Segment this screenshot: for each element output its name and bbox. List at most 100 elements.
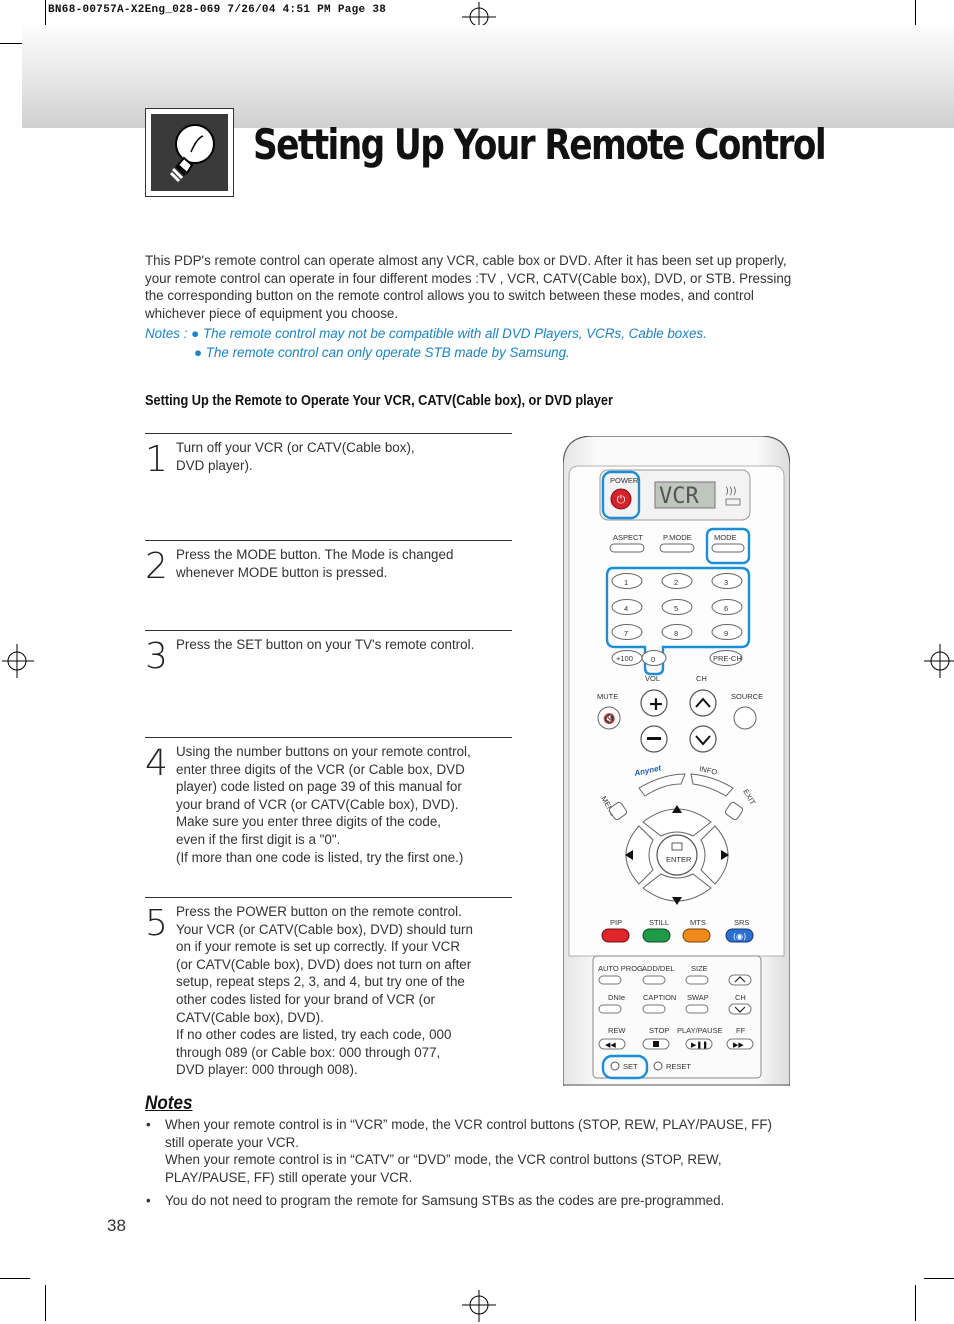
mode-highlight [705, 527, 751, 565]
digit-button-4[interactable] [611, 599, 643, 615]
triangle-left-icon [625, 850, 633, 860]
step-text: Press the MODE button. The Mode is chang… [176, 547, 454, 580]
caption-button[interactable] [642, 1004, 666, 1014]
ch-small-label: CH [735, 993, 746, 1002]
directional-pad: ENTER [625, 805, 729, 905]
vol-up-button[interactable] [640, 689, 668, 717]
step-5: 5 Press the POWER button on the remote c… [145, 897, 512, 1088]
caption-label: CAPTION [643, 993, 676, 1002]
ff-button[interactable] [726, 1038, 754, 1050]
prech-button[interactable] [709, 650, 743, 666]
number-pad-highlight [605, 566, 751, 676]
dnie-label: DNIe [608, 993, 625, 1002]
crop-mark [915, 1285, 916, 1321]
page-title: Setting Up Your Remote Control [253, 120, 827, 169]
digit-label: 8 [674, 629, 678, 638]
swap-button[interactable] [685, 1004, 709, 1014]
digit-button-5[interactable] [661, 599, 693, 615]
header-icon-box [145, 108, 234, 197]
remote-control-illustration: POWER ⏻ VCR ))) ASPECT P.MODE MODE 1 2 3… [563, 436, 790, 1086]
play-pause-icon: ▶❚❚ [691, 1041, 708, 1049]
note-text: When your remote control is in “VCR” mod… [165, 1117, 773, 1185]
right-button[interactable] [700, 825, 729, 885]
pmode-button[interactable] [659, 543, 695, 553]
reset-button[interactable] [653, 1061, 663, 1071]
source-button[interactable] [733, 706, 757, 730]
add-del-label: ADD/DEL [642, 964, 675, 973]
stop-label: STOP [649, 1026, 669, 1035]
notes-title: Notes [145, 1093, 193, 1114]
chevron-down-icon [734, 1006, 746, 1013]
add-del-button[interactable] [642, 975, 666, 985]
mode-button[interactable] [711, 543, 745, 553]
step-text: Press the POWER button on the remote con… [176, 904, 473, 1078]
crop-mark [45, 0, 46, 45]
step-number: 3 [145, 636, 168, 677]
srs-icon: (◉) [733, 932, 746, 941]
ch-up-small-button[interactable] [728, 974, 752, 986]
power-button[interactable] [610, 488, 632, 510]
note-text: You do not need to program the remote fo… [165, 1193, 725, 1208]
crop-mark [0, 43, 30, 44]
digit-label: 7 [624, 629, 628, 638]
auto-prog-button[interactable] [598, 975, 622, 985]
mts-button[interactable] [682, 928, 711, 943]
size-button[interactable] [685, 975, 709, 985]
plus-icon: + [648, 693, 664, 715]
down-button[interactable] [642, 873, 712, 902]
mode-label: MODE [714, 533, 737, 542]
ch-down-small-button[interactable] [728, 1003, 752, 1015]
digit-label: 1 [624, 578, 628, 587]
page-number: 38 [107, 1216, 126, 1235]
digit-button-1[interactable] [611, 573, 643, 589]
dnie-button[interactable] [598, 1004, 622, 1014]
digit-label: 5 [674, 604, 678, 613]
rew-button[interactable] [598, 1038, 626, 1050]
digit-label: 2 [674, 578, 678, 587]
pip-button[interactable] [601, 928, 630, 943]
digit-button-6[interactable] [711, 599, 743, 615]
lcd-mode-text: VCR [659, 484, 699, 509]
pmode-label: P.MODE [663, 533, 692, 542]
play-pause-button[interactable] [685, 1038, 713, 1050]
menu-button[interactable] [608, 801, 628, 821]
left-button[interactable] [625, 825, 654, 885]
digit-button-9[interactable] [711, 624, 743, 640]
size-label: SIZE [691, 964, 708, 973]
enter-label: ENTER [666, 855, 692, 864]
pip-label: PIP [610, 918, 622, 927]
set-button[interactable] [610, 1061, 620, 1071]
srs-button[interactable] [725, 928, 754, 943]
digit-button-8[interactable] [661, 624, 693, 640]
step-number: 5 [145, 903, 168, 944]
up-button[interactable] [642, 808, 712, 837]
chevron-down-icon [695, 735, 711, 746]
enter-button[interactable] [656, 834, 698, 876]
exit-button[interactable] [724, 801, 744, 821]
step-3: 3 Press the SET button on your TV's remo… [145, 630, 512, 738]
aspect-button[interactable] [609, 543, 645, 553]
step-number: 4 [145, 743, 168, 784]
digit-button-7[interactable] [611, 624, 643, 640]
digit-button-2[interactable] [661, 573, 693, 589]
step-2: 2 Press the MODE button. The Mode is cha… [145, 540, 512, 631]
battery-icon [725, 498, 741, 506]
rewind-icon: ◀◀ [605, 1041, 616, 1049]
bullet-icon: • [146, 1117, 151, 1132]
still-button[interactable] [642, 928, 671, 943]
ch-up-button[interactable] [689, 689, 717, 717]
intro-note-1: Notes : ● The remote control may not be … [145, 326, 707, 341]
crop-mark [0, 1278, 30, 1279]
ch-down-button[interactable] [689, 725, 717, 753]
reset-label: RESET [666, 1062, 691, 1071]
digit-button-0[interactable] [641, 650, 667, 666]
step-1: 1 Turn off your VCR (or CATV(Cable box),… [145, 433, 512, 541]
anynet-button[interactable] [638, 773, 686, 797]
lightbulb-icon [169, 124, 215, 183]
icon-background [151, 114, 228, 191]
digit-button-3[interactable] [711, 573, 743, 589]
mute-icon: 🔇 [603, 712, 615, 725]
step-number: 2 [145, 546, 168, 587]
mute-button[interactable] [597, 706, 621, 730]
info-button[interactable] [690, 773, 734, 797]
